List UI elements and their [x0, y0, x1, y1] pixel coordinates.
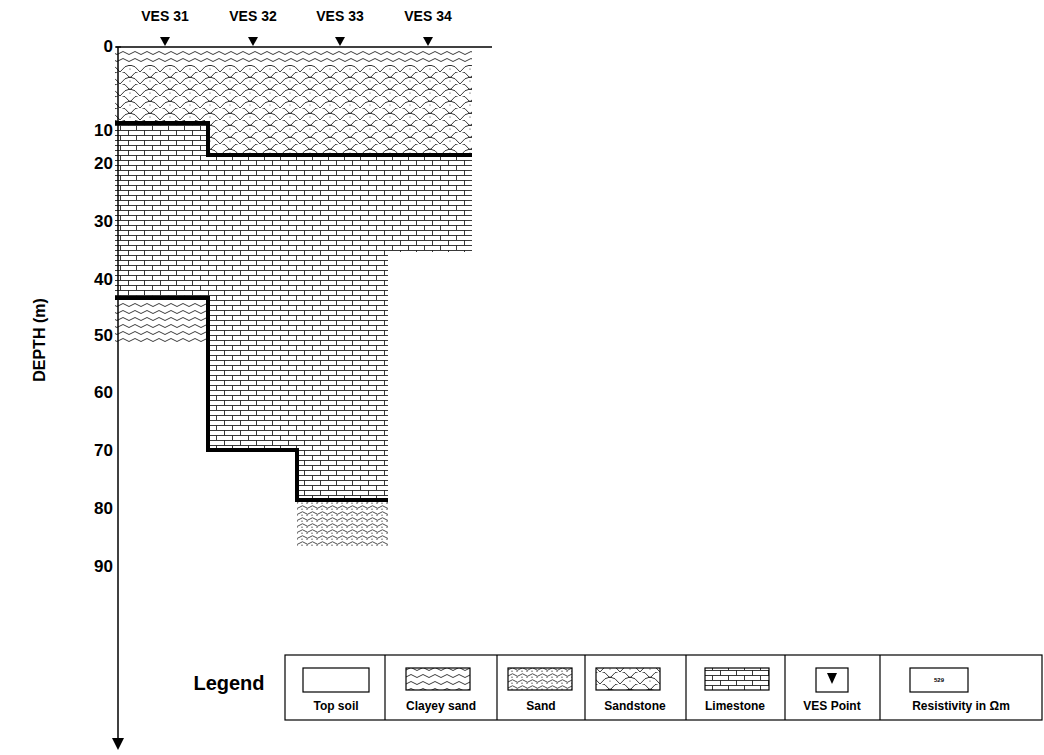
ves-label: VES 31 [141, 8, 188, 24]
depth-tick: 50 [94, 326, 113, 346]
depth-tick: 0 [104, 37, 113, 57]
depth-tick: 90 [94, 557, 113, 577]
depth-tick: 10 [94, 121, 113, 141]
legend-text: Sandstone [604, 699, 665, 713]
depth-tick: 40 [94, 270, 113, 290]
depth-tick: 30 [94, 212, 113, 232]
depth-tick: 60 [94, 383, 113, 403]
legend-text: Clayey sand [406, 699, 476, 713]
axis-title: DEPTH (m) [31, 298, 49, 382]
legend-title: Legend [193, 672, 264, 695]
legend-text: Top soil [313, 699, 358, 713]
ves-label: VES 32 [229, 8, 276, 24]
depth-tick: 70 [94, 441, 113, 461]
legend-text: Resistivity in Ωm [912, 699, 1010, 713]
legend-text: VES Point [803, 699, 860, 713]
ves-label: VES 33 [316, 8, 363, 24]
resistivity-sample: 529 [934, 677, 944, 683]
depth-tick: 80 [94, 499, 113, 519]
legend-text: Sand [526, 699, 555, 713]
ves-label: VES 34 [404, 8, 451, 24]
legend-text: Limestone [705, 699, 765, 713]
depth-tick: 20 [94, 154, 113, 174]
